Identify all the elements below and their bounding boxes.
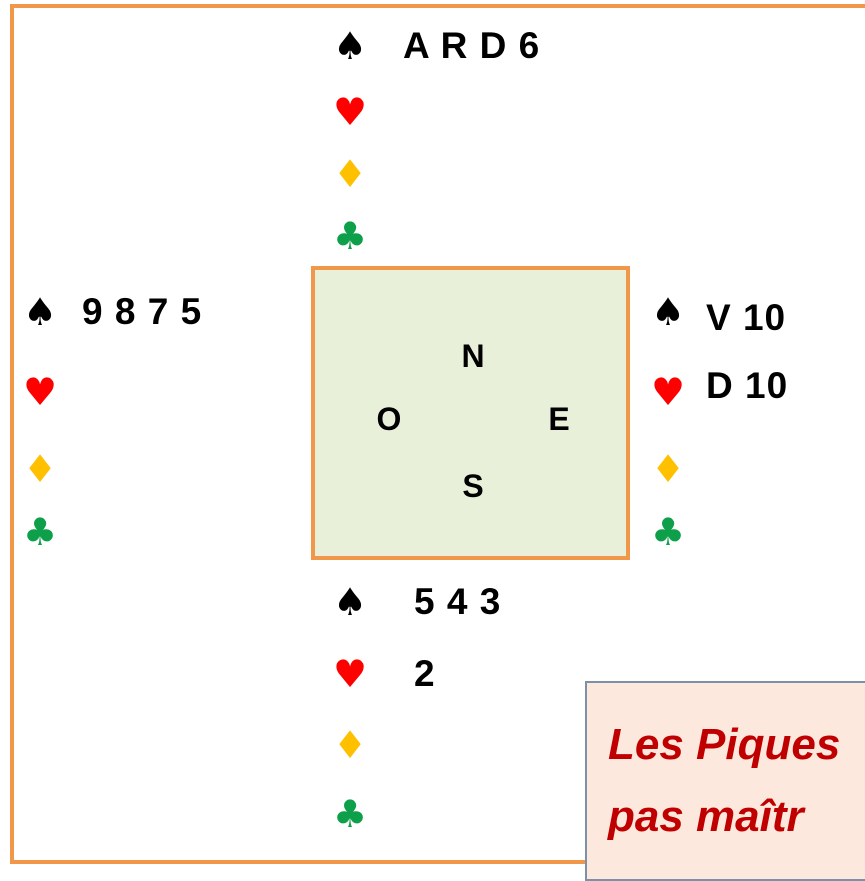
diamond-icon: ♦: [22, 447, 58, 491]
north-spades-cards: A R D 6: [403, 25, 541, 66]
compass-east: E: [548, 401, 570, 437]
west-spades-cards: 9 8 7 5: [82, 291, 203, 332]
compass-west: O: [376, 401, 402, 437]
compass-south: S: [462, 468, 484, 504]
heart-icon: ♥: [332, 90, 368, 134]
note-line-1: Les Piques: [608, 720, 841, 769]
spade-icon: ♠: [332, 580, 368, 624]
spade-icon: ♠: [650, 290, 686, 334]
heart-icon: ♥: [22, 370, 58, 414]
compass-north: N: [461, 338, 485, 374]
diamond-icon: ♦: [332, 152, 368, 196]
spade-icon: ♠: [332, 24, 368, 68]
south-hearts-cards: 2: [414, 653, 436, 694]
table-square: N O E S: [311, 266, 630, 560]
heart-icon: ♥: [650, 370, 686, 414]
east-spades-cards: V 10: [706, 297, 787, 338]
south-spades-cards: 5 4 3: [414, 581, 502, 622]
note-callout: Les Piques pas maîtr: [585, 681, 865, 881]
spade-icon: ♠: [22, 290, 58, 334]
club-icon: ♣: [22, 510, 58, 554]
heart-icon: ♥: [332, 652, 368, 696]
diamond-icon: ♦: [650, 447, 686, 491]
note-text: Les Piques pas maîtr: [608, 709, 840, 853]
club-icon: ♣: [332, 214, 368, 258]
east-hearts-cards: D 10: [706, 365, 789, 406]
diamond-icon: ♦: [332, 723, 368, 767]
club-icon: ♣: [332, 792, 368, 836]
club-icon: ♣: [650, 510, 686, 554]
note-line-2: pas maîtr: [608, 792, 804, 841]
